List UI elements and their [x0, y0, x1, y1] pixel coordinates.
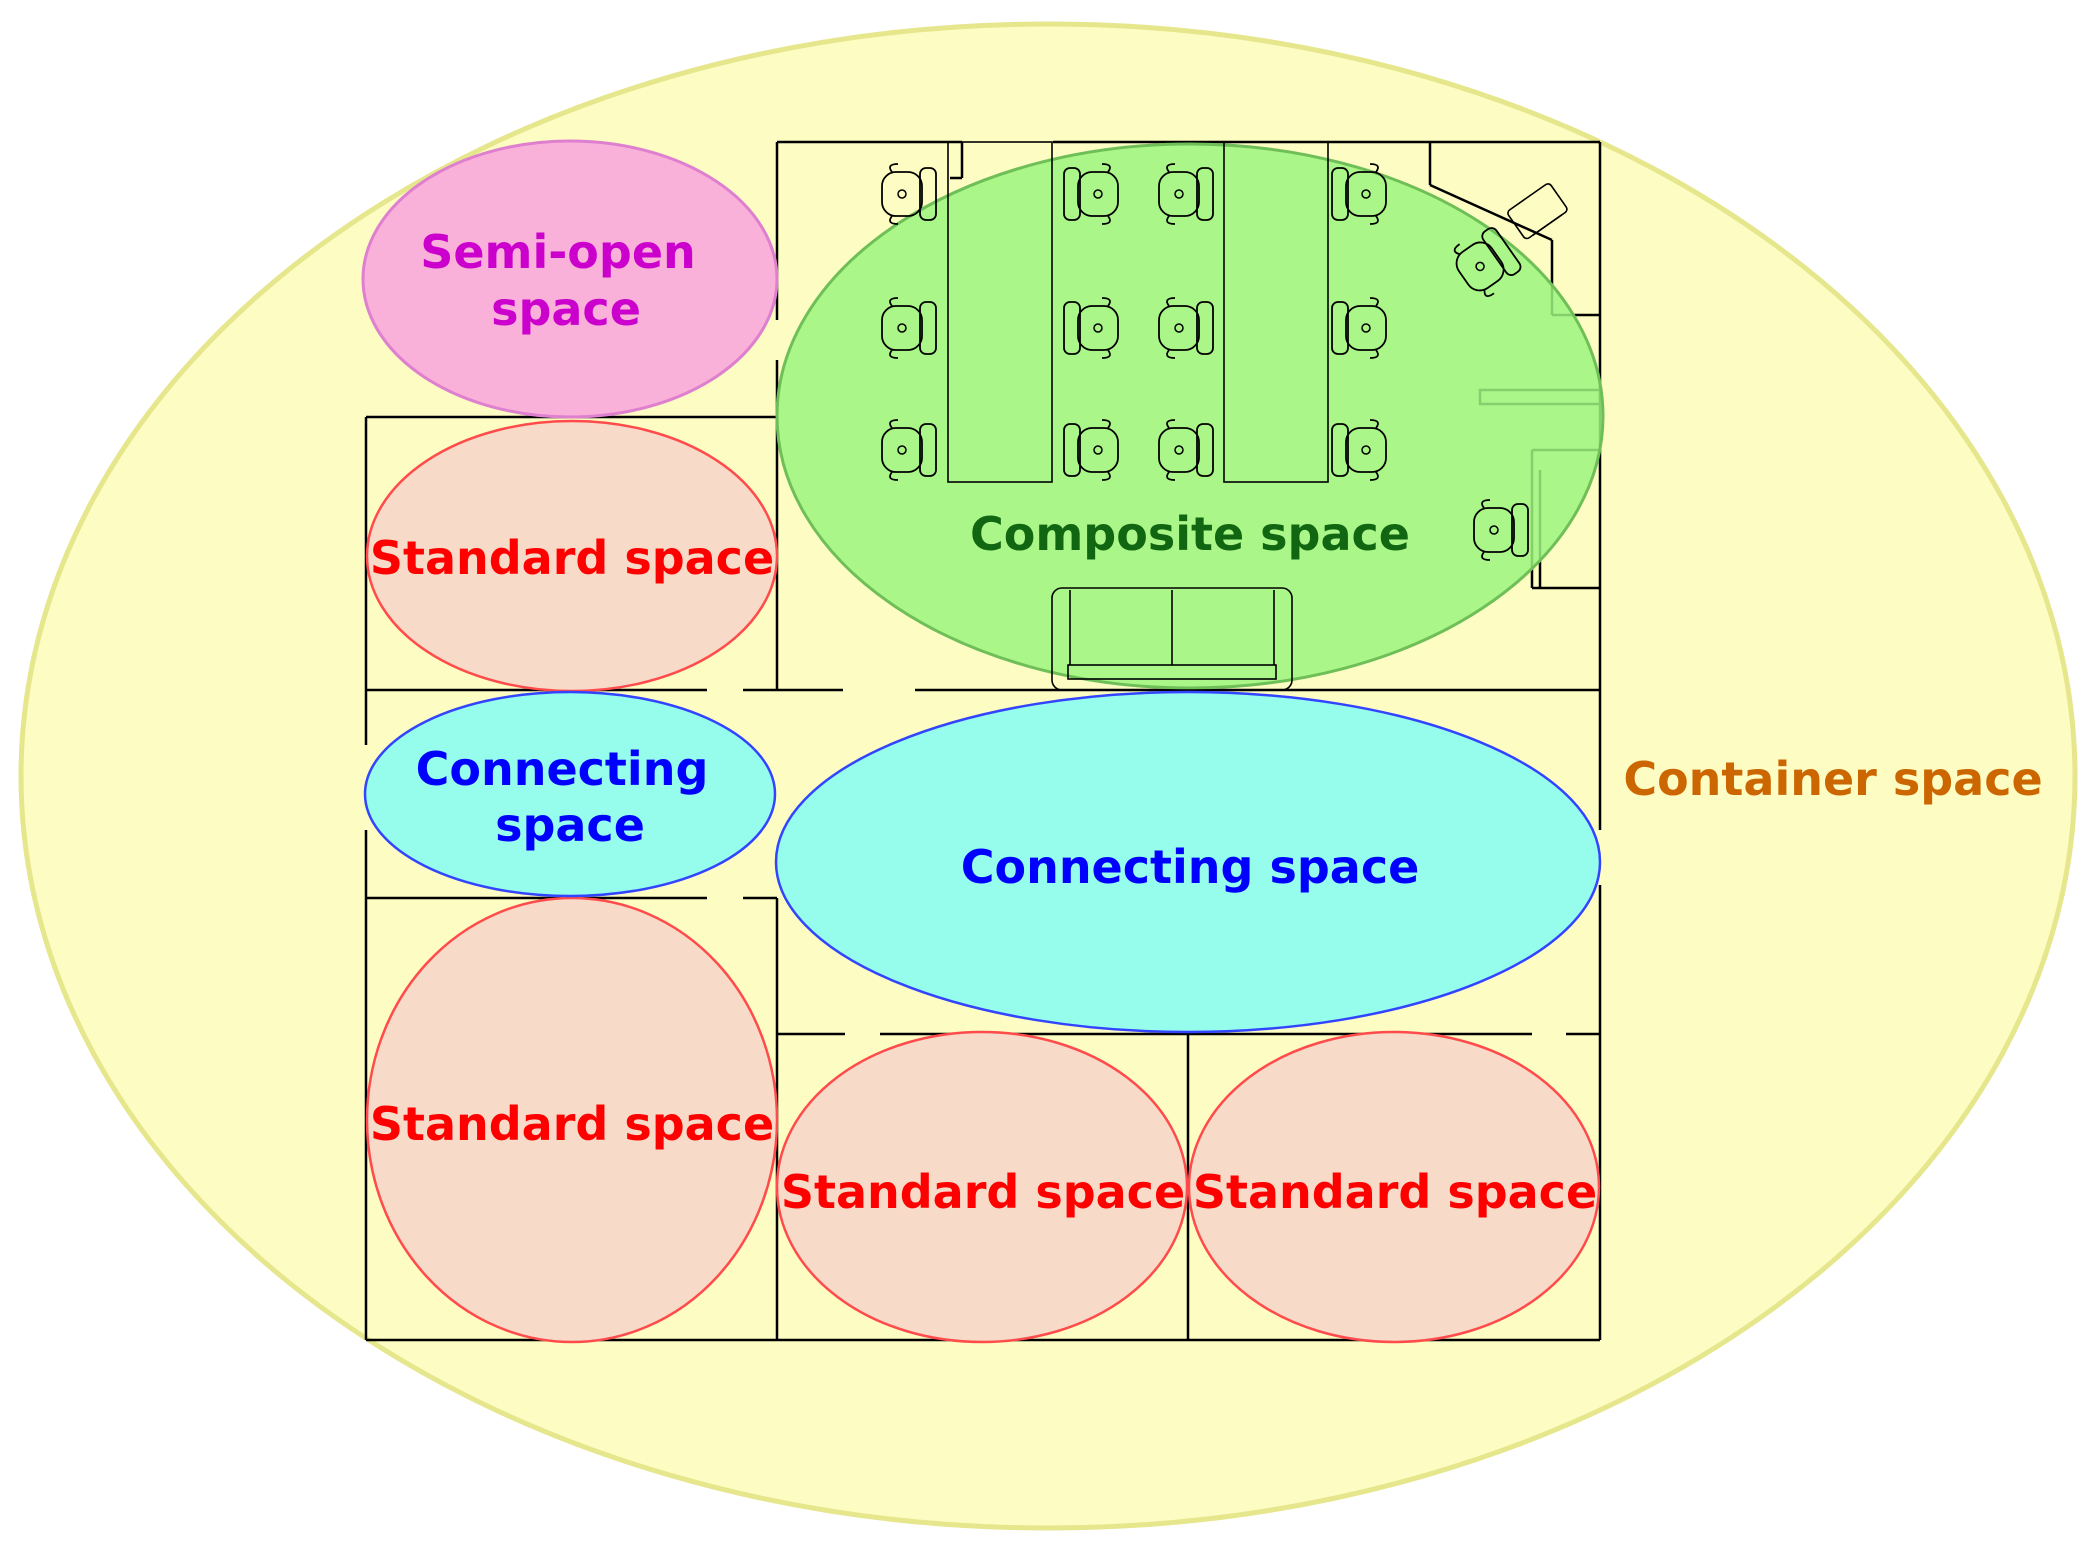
connecting-space-label-large: Connecting space	[961, 840, 1420, 894]
chair-icon	[881, 419, 937, 481]
standard-space-label-1: Standard space	[370, 531, 774, 585]
chair-icon	[881, 163, 937, 225]
semi-open-label-line-2: space	[491, 282, 641, 336]
semi-open-space-label: Semi-open space	[420, 225, 712, 336]
semi-open-label-line-1: Semi-open	[420, 225, 696, 279]
chair-icon	[1331, 297, 1387, 359]
connecting-label-line-1: Connecting	[416, 742, 709, 796]
chair-icon	[1453, 227, 1522, 297]
standard-space-ellipse-4	[1187, 1030, 1601, 1344]
computer-monitor-icon	[1507, 183, 1568, 240]
connecting-space-ellipse-small	[363, 690, 777, 898]
chair-icon	[1331, 163, 1387, 225]
chair-icon	[1063, 163, 1119, 225]
container-space-label: Container space	[1623, 752, 2042, 806]
office-furniture	[881, 141, 1568, 691]
connecting-space-ellipse-large	[774, 690, 1602, 1034]
standard-space-label-3: Standard space	[781, 1165, 1185, 1219]
connecting-label-line-2: space	[495, 798, 645, 852]
standard-space-label-4: Standard space	[1193, 1165, 1597, 1219]
desk-1	[947, 141, 1053, 483]
semi-open-space-ellipse	[361, 139, 779, 419]
connecting-space-label-small: Connecting space	[416, 742, 725, 852]
sofa	[1051, 587, 1293, 691]
chair-icon	[1331, 419, 1387, 481]
chair-icon	[1158, 163, 1214, 225]
chair-icon	[1158, 297, 1214, 359]
chair-icon	[1158, 419, 1214, 481]
composite-space-ellipse	[775, 142, 1605, 690]
standard-space-label-2: Standard space	[370, 1097, 774, 1151]
chair-icon	[1473, 499, 1529, 561]
chair-icon	[1063, 419, 1119, 481]
chair-icon	[1063, 297, 1119, 359]
standard-space-ellipse-3	[775, 1030, 1189, 1344]
chair-icons	[881, 163, 1529, 561]
chair-icon	[881, 297, 937, 359]
standard-space-ellipse-2	[365, 896, 779, 1344]
desk-2	[1223, 141, 1329, 483]
composite-space-label: Composite space	[970, 507, 1410, 561]
